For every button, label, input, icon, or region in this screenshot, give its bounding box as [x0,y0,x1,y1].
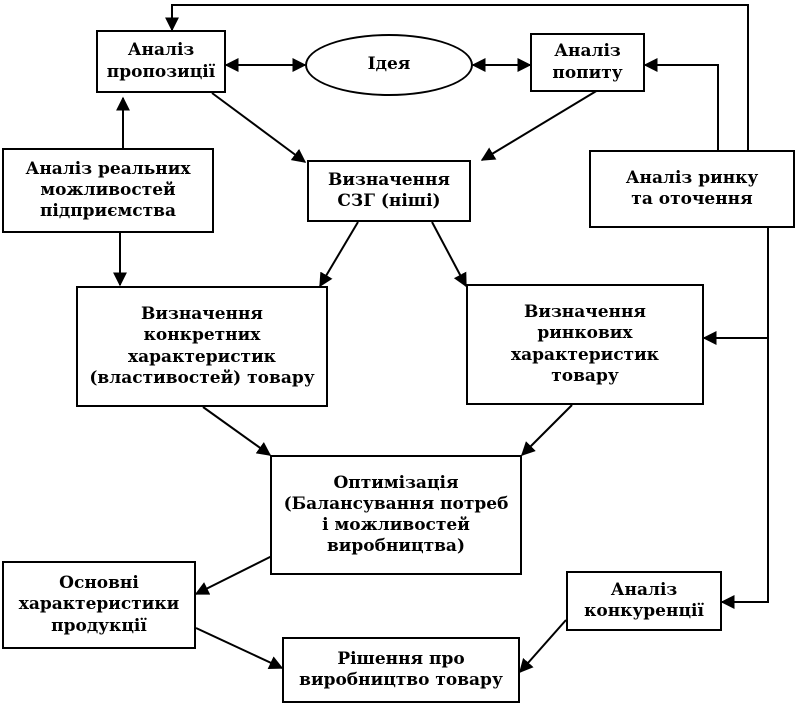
arrow-demand-to-niche [480,89,599,161]
arrow-market-to-competition [720,338,769,609]
niche-definition-box: Визначення СЗГ (ніші) [307,160,471,222]
arrow-market-chars-to-optimization [521,404,573,456]
basic-product-characteristics-box: Основні характеристики продукції [2,561,196,649]
arrow-niche-to-specific [319,221,359,288]
arrow-market-to-demand [643,58,719,150]
optimization-box: Оптимізація (Балансування потреб і можли… [270,455,522,575]
production-decision-box: Рішення про виробництво товару [282,637,520,703]
capabilities-analysis-box: Аналіз реальних можливостей підприємства [2,148,214,233]
arrow-market-to-supply [165,4,749,150]
demand-analysis-box: Аналіз попиту [530,33,645,92]
arrow-niche-to-market-chars [431,221,467,288]
specific-characteristics-box: Визначення конкретних характеристик (вла… [76,286,328,407]
arrow-competition-to-decision [519,619,567,674]
market-environment-analysis-box: Аналіз ринку та оточення [589,150,795,228]
arrow-specific-to-optimization [202,406,272,456]
arrow-market-to-market-chars [702,228,769,345]
arrow-optimization-to-basic [194,555,273,595]
competition-analysis-box: Аналіз конкуренції [566,571,722,631]
market-characteristics-box: Визначення ринкових характеристик товару [466,284,704,405]
arrow-basic-to-decision [195,627,284,670]
supply-analysis-box: Аналіз пропозиції [96,30,226,93]
arrow-supply-to-niche [211,92,307,163]
idea-ellipse: Ідея [305,34,473,96]
